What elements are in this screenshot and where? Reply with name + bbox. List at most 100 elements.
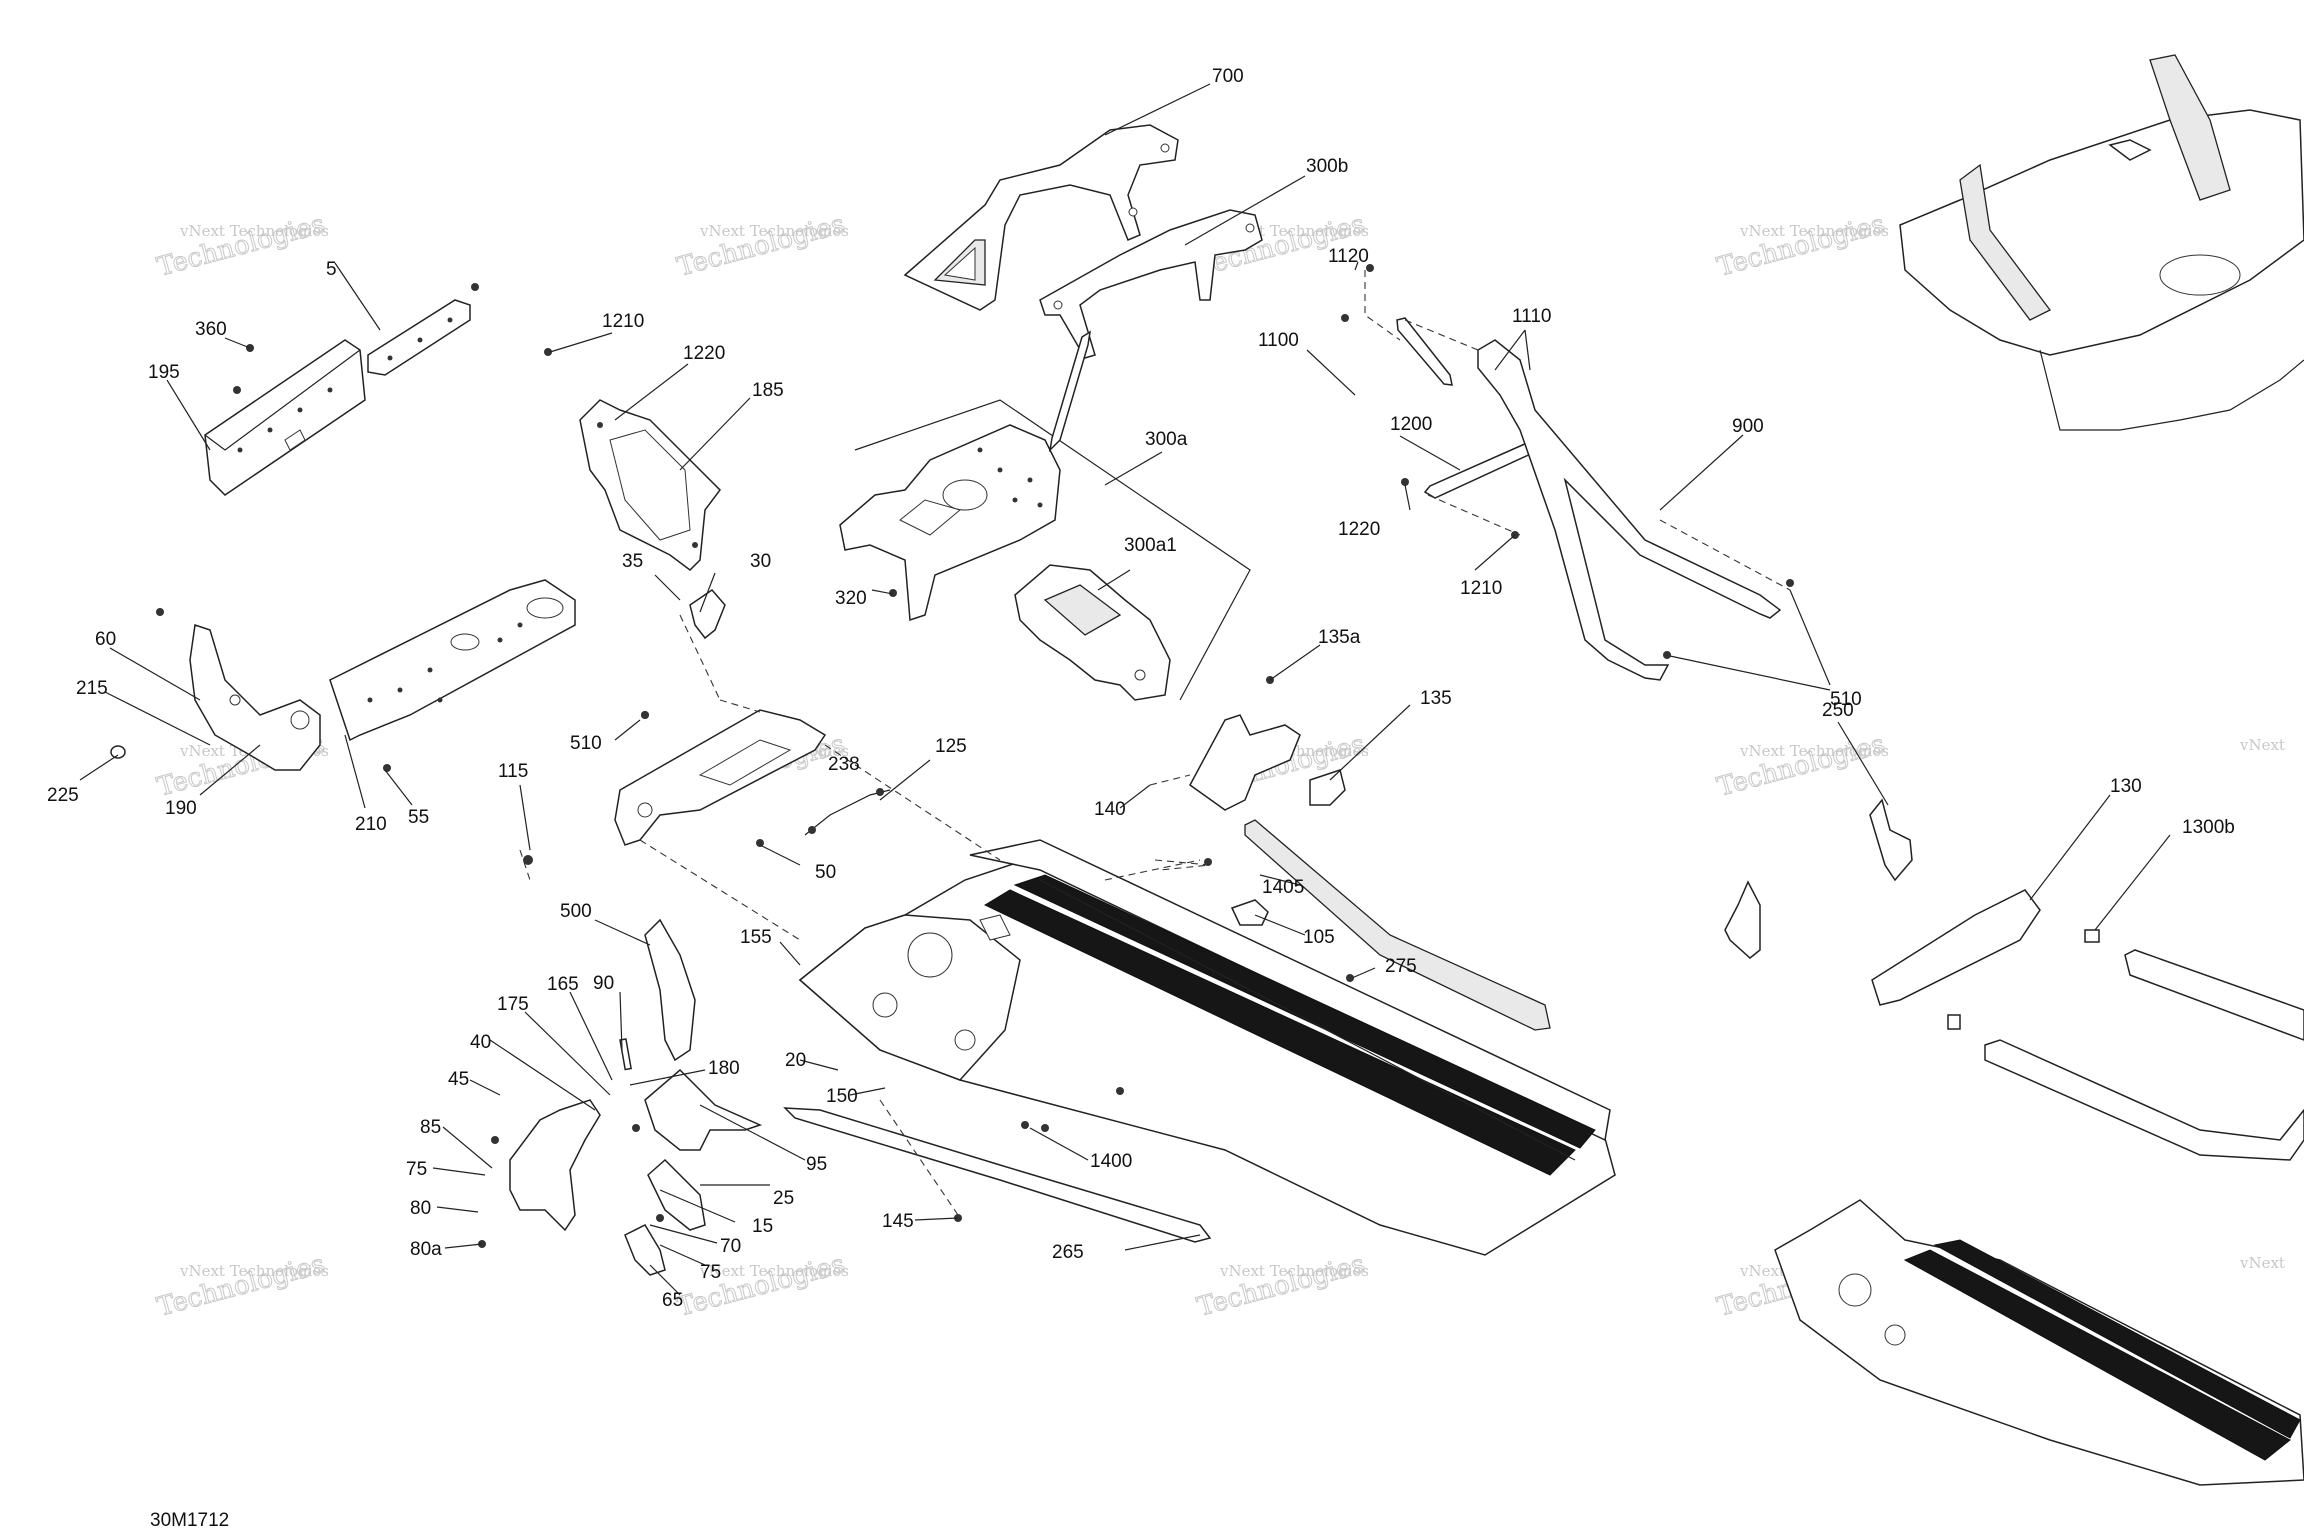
watermark-corner: vNext [2239, 1254, 2285, 1272]
watermark-line2: Technologies [674, 1249, 848, 1323]
part-195-bracket [204, 339, 366, 496]
part-700-steering-support [903, 124, 1179, 311]
callout-1110: 1110 [1512, 306, 1551, 327]
callout-210: 210 [355, 814, 387, 835]
part-300a-bracket [839, 424, 1061, 622]
callout-150: 150 [826, 1086, 858, 1107]
callout-180: 180 [708, 1058, 740, 1079]
part-5-bracket [367, 299, 471, 376]
watermark-4: vNext Technologies Technologies [1714, 209, 1889, 284]
part-225-bushing [110, 745, 126, 759]
callout-238: 238 [828, 754, 860, 775]
watermark-8: vNext Technologies Technologies [1714, 729, 1889, 804]
callout-75: 75 [700, 1262, 721, 1283]
watermark-1: vNext Technologies Technologies [154, 209, 329, 284]
part-210-plate [329, 579, 576, 742]
callout-135a: 135a [1318, 627, 1361, 648]
part-125-harness [804, 788, 891, 836]
callout-85: 85 [420, 1117, 441, 1138]
part-1120-rod [1396, 317, 1453, 386]
part-40-bracket [509, 1099, 601, 1232]
part-105-bracket [1230, 899, 1269, 926]
callout-1210: 1210 [1460, 578, 1502, 599]
callout-300b: 300b [1306, 156, 1348, 177]
watermark-line2: Technologies [1194, 1249, 1368, 1323]
callout-115: 115 [498, 761, 528, 782]
watermark-line2: Technologies [674, 209, 848, 283]
part-300a1-bracket [1014, 564, 1171, 701]
callout-900: 900 [1732, 416, 1764, 437]
watermark-line1: vNext Technologies [179, 1262, 329, 1280]
part-95-plate [644, 1068, 763, 1151]
callout-1405: 1405 [1262, 877, 1304, 898]
part-bracket-small [1724, 880, 1761, 959]
callout-1220: 1220 [683, 343, 725, 364]
callout-275: 275 [1385, 956, 1417, 977]
callout-1210: 1210 [602, 311, 644, 332]
callout-360: 360 [195, 319, 227, 340]
watermark-10: vNext Technologies Technologies [674, 1249, 849, 1324]
callout-510: 510 [1830, 689, 1862, 710]
part-500-bracket [644, 918, 696, 1062]
watermark-line1: vNext Technologies [1219, 1262, 1369, 1280]
callout-510: 510 [570, 733, 602, 754]
callout-135: 135 [1420, 688, 1452, 709]
watermark-2: vNext Technologies Technologies [674, 209, 849, 284]
callout-215: 215 [76, 678, 108, 699]
callout-1100: 1100 [1258, 330, 1299, 351]
part-265-rail [783, 1107, 1212, 1243]
callout-500: 500 [560, 901, 592, 922]
callout-265: 265 [1052, 1242, 1084, 1263]
part-1300b-rail-upper [2124, 949, 2304, 1041]
watermark-line2: Technologies [154, 209, 328, 283]
callout-80a: 80a [410, 1239, 442, 1260]
part-135-bracket [1189, 714, 1346, 811]
part-1300b-rail-lower [1984, 1039, 2304, 1161]
part-60-190-support [189, 624, 321, 771]
part-130-plate [1871, 889, 2041, 1006]
callout-300a1: 300a1 [1124, 535, 1177, 556]
part-tunnel-main [798, 839, 1616, 1256]
callout-60: 60 [95, 629, 116, 650]
callout-125: 125 [935, 736, 967, 757]
callout-175: 175 [497, 994, 529, 1015]
part-chassis-assembly [1899, 54, 2304, 431]
assembly-lines [519, 270, 1791, 1216]
callout-75: 75 [406, 1159, 427, 1180]
callout-50: 50 [815, 862, 836, 883]
callout-195: 195 [148, 362, 180, 383]
callout-25: 25 [773, 1188, 794, 1209]
part-300b-column-support [1039, 209, 1263, 359]
part-90-pin [619, 1038, 632, 1071]
callout-300a: 300a [1145, 429, 1188, 450]
callout-320: 320 [835, 588, 867, 609]
watermark-line1: vNext Technologies [1739, 222, 1889, 240]
callout-5: 5 [326, 259, 337, 280]
part-tunnel-assembly-view [1774, 1199, 2304, 1486]
watermark-line2: Technologies [1714, 729, 1888, 803]
fasteners [156, 264, 1794, 1248]
callout-80: 80 [410, 1198, 431, 1219]
callout-90: 90 [593, 973, 614, 994]
part-clip-lower [1947, 1014, 1961, 1030]
callout-55: 55 [408, 807, 429, 828]
part-drawings [110, 54, 2304, 1486]
part-65-bracket [624, 1224, 666, 1276]
callout-250: 250 [1822, 700, 1854, 721]
callout-70: 70 [720, 1236, 741, 1257]
watermark-11: vNext Technologies Technologies [1194, 1249, 1369, 1324]
watermark-line2: Technologies [1714, 209, 1888, 283]
callout-155: 155 [740, 927, 772, 948]
watermark-line1: vNext Technologies [699, 222, 849, 240]
part-185-frame-plate [579, 399, 721, 571]
callout-20: 20 [785, 1050, 806, 1071]
watermark-line1: vNext Technologies [699, 1262, 849, 1280]
watermark-line2: Technologies [154, 1249, 328, 1323]
callout-15: 15 [752, 1216, 773, 1237]
watermark-corner: vNext [2239, 736, 2285, 754]
callout-130: 130 [2110, 776, 2142, 797]
callout-45: 45 [448, 1069, 469, 1090]
watermark-9: vNext Technologies Technologies [154, 1249, 329, 1324]
bracket-300a-outline [854, 399, 1251, 701]
